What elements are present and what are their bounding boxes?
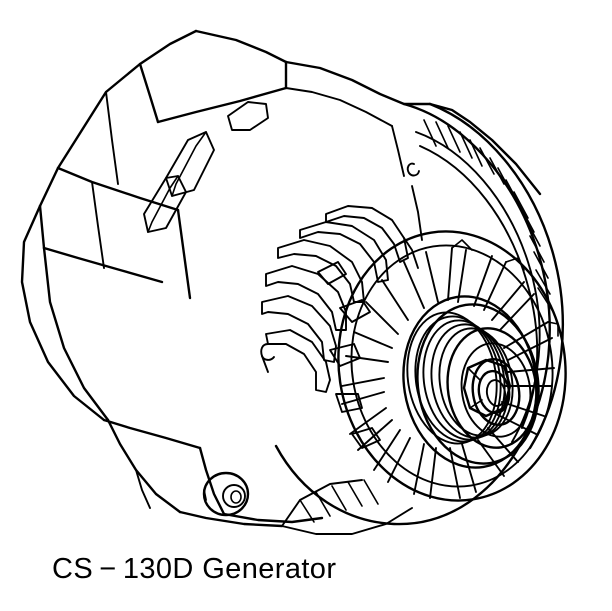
pulley-hub-nut bbox=[462, 358, 512, 418]
upper-terminal-boss bbox=[406, 162, 420, 177]
drive-end-webs bbox=[317, 261, 381, 449]
upper-body-top bbox=[284, 60, 542, 196]
terminal-boss bbox=[260, 343, 275, 373]
lower-housing-foot bbox=[102, 418, 324, 528]
raised-boss-pads bbox=[143, 101, 269, 233]
cooling-fins bbox=[281, 119, 553, 535]
serpentine-pulley bbox=[402, 295, 540, 469]
cooling-vent-slots bbox=[261, 185, 423, 393]
rear-mounting-housing bbox=[38, 29, 288, 250]
mounting-lug-boss bbox=[202, 471, 250, 517]
cooling-fan bbox=[337, 230, 567, 502]
figure-caption: CS − 130D Generator bbox=[52, 553, 337, 585]
stator-case bbox=[20, 181, 192, 514]
